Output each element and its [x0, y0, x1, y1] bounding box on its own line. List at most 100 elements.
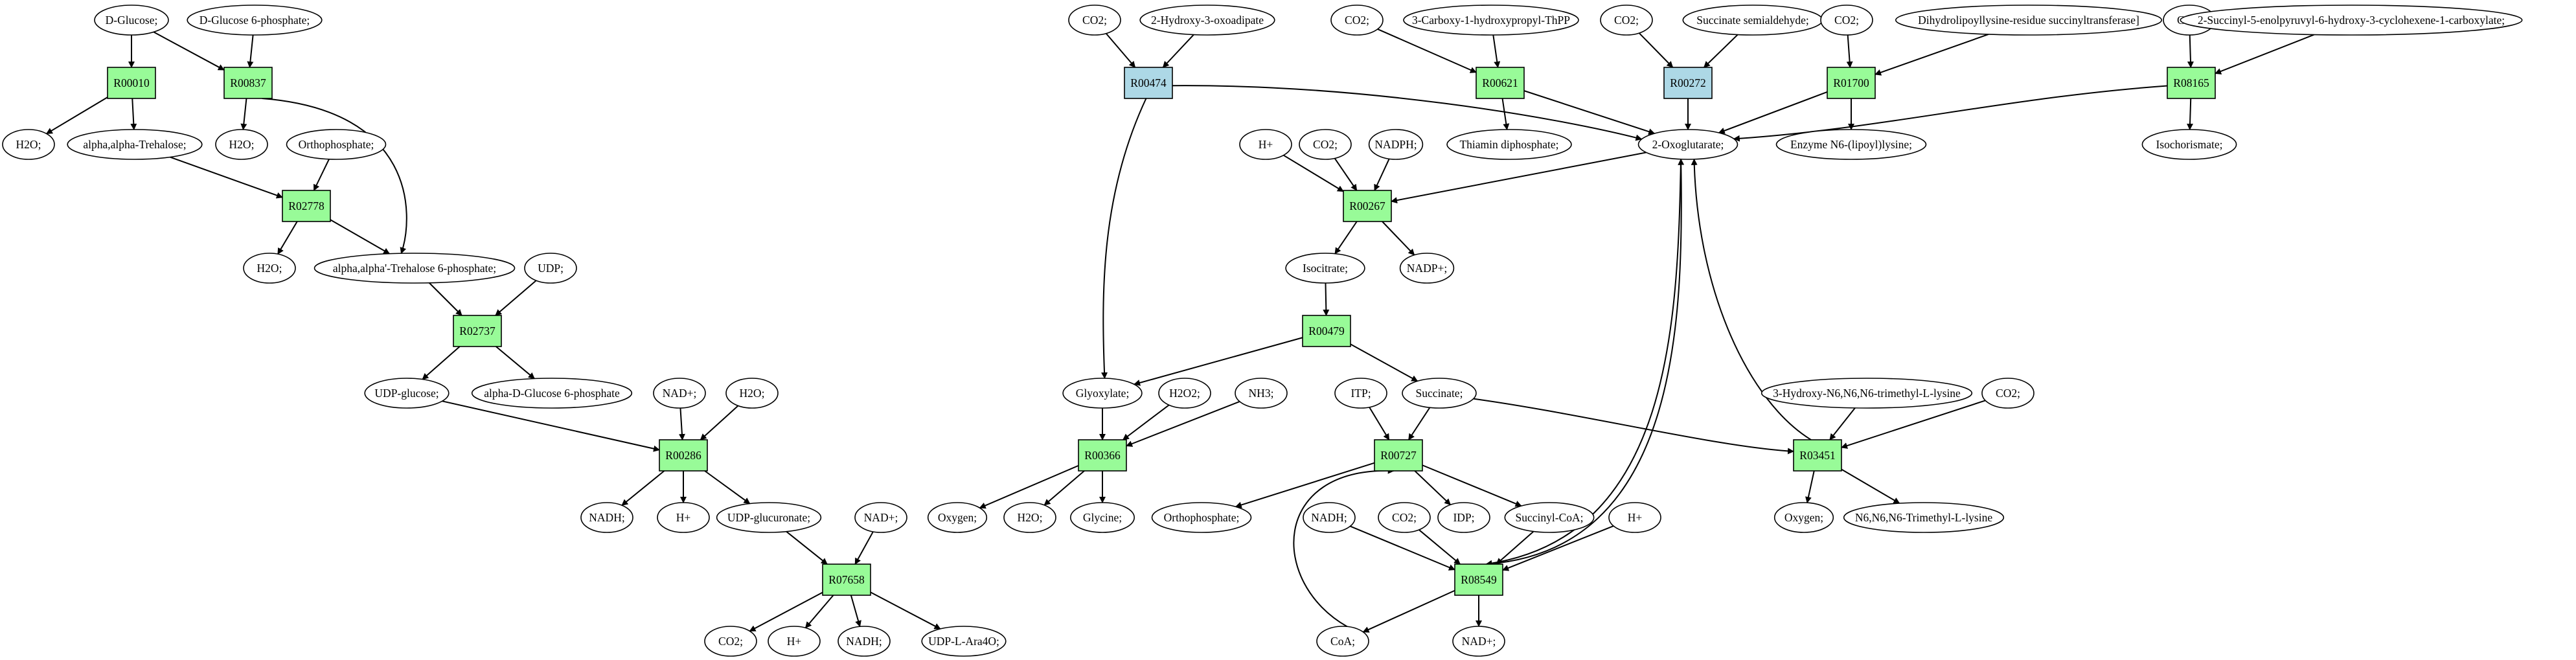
edge-itp-to-R00727	[1369, 407, 1390, 440]
compound-label: alpha-D-Glucose 6-phosphate	[484, 387, 620, 400]
compound-node-co2-a: CO2;	[704, 626, 757, 657]
edge-R00479-to-glyoxylate	[1134, 337, 1303, 386]
edge-R02737-to-alpha_d_glucose_6p	[496, 346, 535, 380]
compound-label: Orthophosphate;	[1164, 511, 1240, 524]
compound-ellipse	[1303, 502, 1356, 533]
compound-node-idp: IDP;	[1437, 502, 1490, 533]
edge-R02778-to-trehalose_6p	[330, 219, 391, 255]
compound-ellipse	[187, 5, 323, 36]
compound-label: N6,N6,N6-Trimethyl-L-lysine	[1855, 511, 1992, 524]
reaction-box	[1476, 67, 1525, 99]
compound-ellipse	[1437, 502, 1490, 533]
compound-ellipse	[2180, 5, 2523, 36]
compound-node-coa: CoA;	[1316, 626, 1369, 657]
edge-R00474-to-glyoxylate	[1101, 98, 1147, 380]
compound-label: NADH;	[1311, 511, 1347, 524]
compound-ellipse	[1452, 626, 1505, 657]
reaction-label: R00010	[113, 76, 150, 89]
compound-node-succinate-semialdehyde: Succinate semialdehyde;	[1682, 5, 1823, 36]
edge-R00474-to-oxoglutarate	[1172, 85, 1643, 141]
compound-node-h2o-e: H2O;	[1003, 502, 1056, 533]
compound-label: Orthophosphate;	[299, 138, 374, 151]
compound-label: CO2;	[1392, 511, 1417, 524]
compound-ellipse	[1775, 129, 1927, 160]
edge-R00727-to-orthophosphate_b	[1235, 462, 1375, 508]
compound-ellipse	[1761, 378, 1973, 409]
compound-label: UDP-glucose;	[374, 387, 439, 400]
compound-ellipse	[1062, 378, 1143, 409]
compound-node-oxoglutarate: 2-Oxoglutarate;	[1637, 129, 1738, 160]
compound-ellipse	[1378, 502, 1431, 533]
compound-ellipse	[1402, 378, 1477, 409]
compound-node-isochorismate: Isochorismate;	[2141, 129, 2237, 160]
compound-ellipse	[1399, 253, 1455, 284]
compound-label: UDP-glucuronate;	[727, 511, 810, 524]
reaction-box	[453, 315, 502, 347]
compound-ellipse	[927, 502, 988, 533]
reaction-node-r02778: R02778	[282, 190, 331, 222]
compound-ellipse	[580, 502, 633, 533]
compound-label: H+	[676, 511, 691, 524]
edge-R01700-to-oxoglutarate	[1718, 91, 1828, 134]
edge-h2o2-to-R00366	[1122, 404, 1170, 440]
edge-isocitrate-to-R00479	[1323, 282, 1330, 316]
compound-ellipse	[1403, 5, 1579, 36]
edge-trehalose-to-R02778	[170, 156, 283, 199]
reaction-label: R08549	[1461, 573, 1497, 586]
edge-co2_i-to-R08549	[1419, 529, 1461, 565]
compound-ellipse	[94, 5, 169, 36]
edge-R00286-to-udp_glucuronate	[704, 470, 751, 505]
compound-node-nadph: NADPH;	[1368, 129, 1424, 160]
compound-label: H2O2;	[1169, 387, 1200, 400]
edge-succinate-to-R00727	[1408, 407, 1431, 440]
reaction-node-r01700: R01700	[1827, 67, 1876, 99]
compound-ellipse	[1235, 378, 1288, 409]
compound-ellipse	[1299, 129, 1352, 160]
edge-co2_d-to-R00272	[1638, 32, 1674, 68]
compound-node-hplus-d: H+	[1608, 502, 1661, 533]
reaction-node-r08549: R08549	[1454, 563, 1503, 596]
compound-node-nh3: NH3;	[1235, 378, 1288, 409]
compound-node-hplus-b: H+	[768, 626, 821, 657]
compound-node-dihydrolipoyllysine: Dihydrolipoyllysine-residue succinyltran…	[1895, 5, 2163, 36]
edge-R00267-to-isocitrate	[1334, 221, 1358, 255]
reaction-box	[1374, 439, 1423, 472]
compound-label: Isochorismate;	[2156, 138, 2222, 151]
compound-node-oxygen-b: Oxygen;	[1773, 502, 1834, 533]
compound-label: H+	[1628, 511, 1643, 524]
compound-ellipse	[524, 253, 577, 284]
edge-R00366-to-h2o_e	[1043, 470, 1085, 506]
compound-label: alpha,alpha'-Trehalose 6-phosphate;	[333, 262, 496, 275]
compound-node-co2-b: CO2;	[1068, 5, 1121, 36]
compound-ellipse	[768, 626, 821, 657]
compound-node-co2-h: CO2;	[1981, 378, 2035, 409]
reaction-node-r00267: R00267	[1343, 190, 1392, 222]
compound-label: Enzyme N6-(lipoyl)lysine;	[1790, 138, 1912, 151]
reaction-node-r08165: R08165	[2167, 67, 2216, 99]
reaction-label: R00479	[1308, 324, 1345, 337]
edge-nad_a-to-R00286	[678, 407, 685, 440]
compound-ellipse	[1981, 378, 2035, 409]
compound-label: H+	[787, 635, 802, 648]
compound-label: CO2;	[718, 635, 743, 648]
reaction-label: R02737	[459, 324, 496, 337]
compound-label: Dihydrolipoyllysine-residue succinyltran…	[1918, 14, 2139, 27]
edge-R00727-to-succinyl_coa	[1422, 464, 1522, 507]
compound-ellipse	[1446, 129, 1572, 160]
compound-node-h2o-b: H2O;	[215, 129, 268, 160]
compound-label: CO2;	[1834, 14, 1859, 27]
edge-co2_c-to-R00621	[1377, 28, 1477, 73]
compound-ellipse	[215, 129, 268, 160]
compound-label: H2O;	[257, 262, 282, 275]
compound-ellipse	[286, 129, 387, 160]
reaction-node-r00474: R00474	[1124, 67, 1173, 99]
edge-nadph-to-R00267	[1374, 158, 1390, 191]
compound-node-hydroxy-oxoadipate: 2-Hydroxy-3-oxoadipate	[1139, 5, 1275, 36]
compound-node-udp-glucose: UDP-glucose;	[364, 378, 450, 409]
compound-label: NAD+;	[1462, 635, 1496, 648]
edge-R00837-to-trehalose_6p	[262, 98, 407, 255]
edge-R02778-to-h2o_c	[277, 221, 298, 255]
compound-node-udp-a: UDP;	[524, 253, 577, 284]
compound-ellipse	[1608, 502, 1661, 533]
compound-node-udp-ara4o: UDP-L-Ara4O;	[921, 626, 1007, 657]
